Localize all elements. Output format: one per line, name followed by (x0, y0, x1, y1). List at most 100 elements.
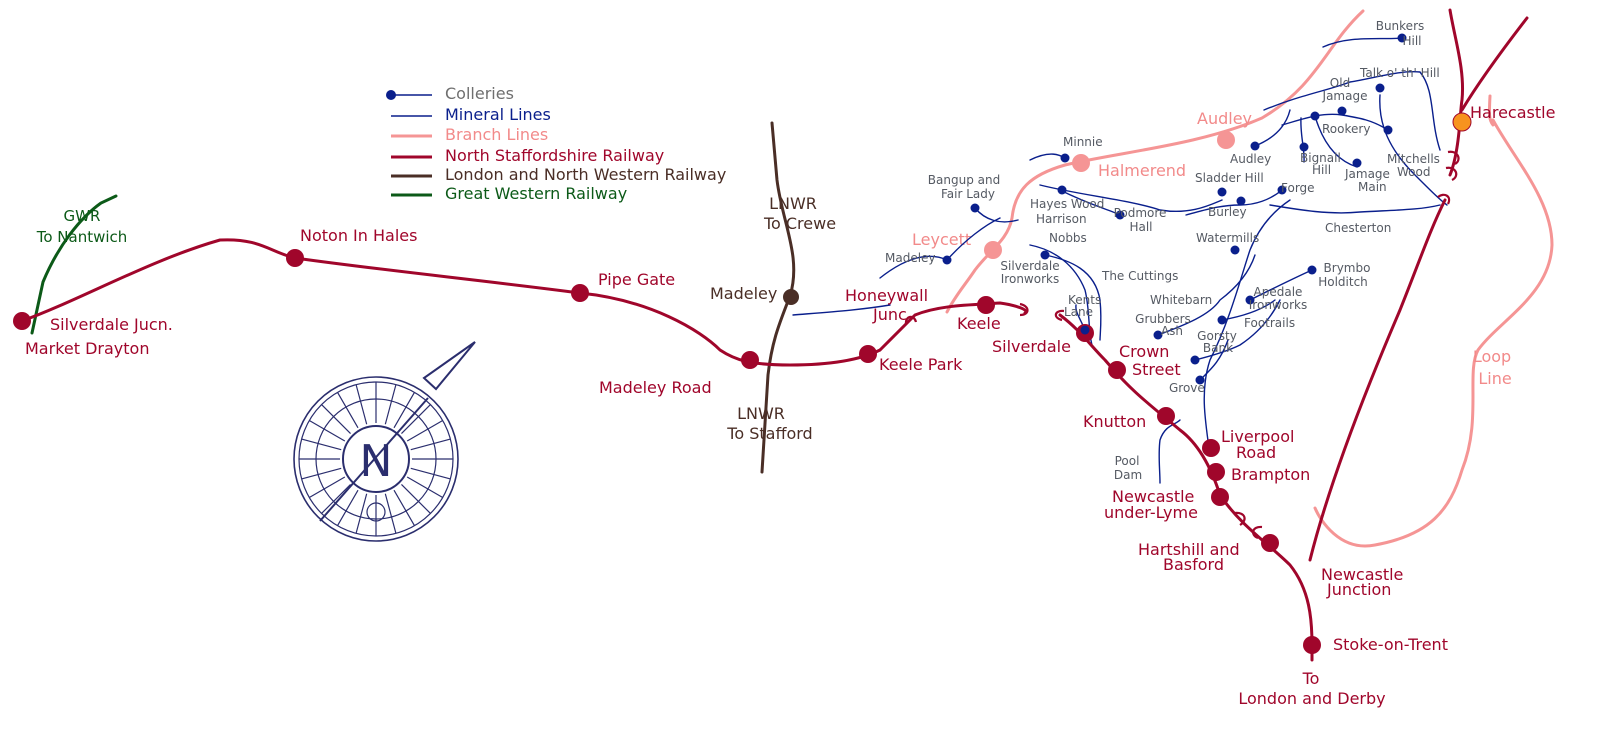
lnwr-to-crewe-1: LNWR (769, 194, 817, 213)
station-madeley-road[interactable] (741, 351, 759, 369)
branch-audley-leycett (945, 9, 1365, 314)
station-knutton[interactable] (1157, 407, 1175, 425)
colliery-whitebarn[interactable] (1217, 315, 1227, 325)
label-bunkers-1: Bunkers (1376, 19, 1425, 33)
colliery-mitchells-wood[interactable] (1383, 125, 1393, 135)
mineral-brymbo (1249, 269, 1313, 301)
colliery-bangup[interactable] (970, 203, 980, 213)
colliery-talk-o-th-hill[interactable] (1375, 83, 1385, 93)
colliery-bignall-hill[interactable] (1299, 142, 1309, 152)
station-silverdale-jucn[interactable] (13, 312, 31, 330)
label-grove: Grove (1169, 381, 1205, 395)
mineral-gorsty (1194, 299, 1281, 361)
tunnel-newcastle-2 (1252, 525, 1263, 540)
colliery-brymbo[interactable] (1307, 265, 1317, 275)
lnwr-madeley-station (783, 289, 799, 305)
station-pipe-gate[interactable] (571, 284, 589, 302)
nsr-north-line (1308, 198, 1447, 562)
compass-spoke (393, 489, 416, 526)
label-newcastle-2: under-Lyme (1104, 503, 1198, 522)
branch-loop-line (1313, 118, 1554, 548)
station-audley[interactable] (1217, 131, 1235, 149)
station-newcastle-under-lyme[interactable] (1211, 488, 1229, 506)
colliery-sladder-hill[interactable] (1217, 187, 1227, 197)
station-halmerend[interactable] (1072, 154, 1090, 172)
label-podmore-2: Hall (1129, 220, 1152, 234)
mineral-bunkers (1322, 37, 1403, 48)
colliery-apedale[interactable] (1245, 295, 1255, 305)
label-liverpool-1: Liverpool (1221, 427, 1294, 446)
station-noton-in-hales[interactable] (286, 249, 304, 267)
label-honeywall-2: Junc (872, 305, 907, 324)
mineral-jamage-main (1314, 115, 1358, 168)
branch-loop-top (1487, 94, 1495, 127)
colliery-jamage-main[interactable] (1352, 158, 1362, 168)
colliery-old-jamage[interactable] (1337, 106, 1347, 116)
label-nobbs: Nobbs (1049, 231, 1087, 245)
label-talk: Talk o' th' Hill (1359, 66, 1440, 80)
compass-rose: N (293, 341, 476, 542)
tunnel-newcastle-1 (1234, 511, 1246, 526)
colliery-watermills[interactable] (1230, 245, 1240, 255)
tunnel-honeywall (904, 315, 918, 325)
label-to-london-1: To (1302, 669, 1320, 688)
label-apedale-1: Apedale (1254, 285, 1303, 299)
station-keele-park[interactable] (859, 345, 877, 363)
colliery-grubbers-ash[interactable] (1153, 330, 1163, 340)
station-stoke-on-trent[interactable] (1303, 636, 1321, 654)
compass-spoke (301, 438, 342, 451)
label-pool-dam-2: Dam (1114, 468, 1142, 482)
colliery-bunkers-hill[interactable] (1397, 33, 1407, 43)
colliery-gorsty-bank[interactable] (1190, 355, 1200, 365)
lnwr-madeley-label: Madeley (710, 284, 777, 303)
label-to-london-2: London and Derby (1238, 689, 1385, 708)
station-brampton[interactable] (1207, 463, 1225, 481)
label-silverdale-jucn: Silverdale Jucn. (50, 315, 173, 334)
label-newcastle-1: Newcastle (1112, 487, 1194, 506)
station-leycett[interactable] (984, 241, 1002, 259)
station-liverpool-road[interactable] (1202, 439, 1220, 457)
colliery-madeley[interactable] (942, 255, 952, 265)
nsr-trunk-south (1058, 313, 1314, 647)
label-madeley-col: Madeley (885, 251, 936, 265)
mineral-minnie (1029, 153, 1066, 161)
colliery-nobbs[interactable] (1040, 250, 1050, 260)
station-hartshill-basford[interactable] (1261, 534, 1279, 552)
colliery-minnie[interactable] (1060, 153, 1070, 163)
label-jamage-main-1: Jamage (1344, 167, 1390, 181)
label-audley-col: Audley (1230, 152, 1271, 166)
label-stoke: Stoke-on-Trent (1333, 635, 1448, 654)
tunnel-harecastle-2 (1445, 166, 1458, 181)
legend-gwr-label: Great Western Railway (445, 184, 627, 203)
station-keele[interactable] (977, 296, 995, 314)
compass-spokes (299, 382, 453, 536)
station-harecastle[interactable] (1452, 112, 1472, 132)
compass-spoke (401, 484, 431, 514)
colliery-forge[interactable] (1277, 185, 1287, 195)
label-loop-1: Loop (1473, 347, 1511, 366)
label-minnie: Minnie (1063, 135, 1103, 149)
lnwr-to-crewe-2: To Crewe (763, 214, 836, 233)
colliery-rookery[interactable] (1310, 111, 1320, 121)
colliery-grove[interactable] (1195, 375, 1205, 385)
colliery-kents-lane[interactable] (1080, 325, 1090, 335)
colliery-hayes-wood[interactable] (1057, 185, 1067, 195)
colliery-burley[interactable] (1236, 196, 1246, 206)
label-hayes: Hayes Wood (1030, 197, 1104, 211)
compass-spoke (309, 476, 346, 499)
label-gorsty-1: Gorsty (1197, 329, 1237, 343)
colliery-audley[interactable] (1250, 141, 1260, 151)
compass-spoke (336, 489, 359, 526)
colliery-podmore-hall[interactable] (1115, 210, 1125, 220)
mineral-audley-col (1254, 109, 1291, 147)
mineral-lnwr-link (792, 304, 891, 316)
station-crown-street[interactable] (1108, 361, 1126, 379)
compass-spoke (336, 392, 359, 429)
label-keele: Keele (957, 314, 1001, 333)
label-harrison: Harrison (1036, 212, 1087, 226)
label-cuttings: The Cuttings (1101, 269, 1178, 283)
nsr-harecastle-north-2 (1460, 16, 1529, 112)
gwr-label-2: To Nantwich (36, 228, 128, 246)
label-grubbers-2: Ash (1161, 324, 1183, 338)
